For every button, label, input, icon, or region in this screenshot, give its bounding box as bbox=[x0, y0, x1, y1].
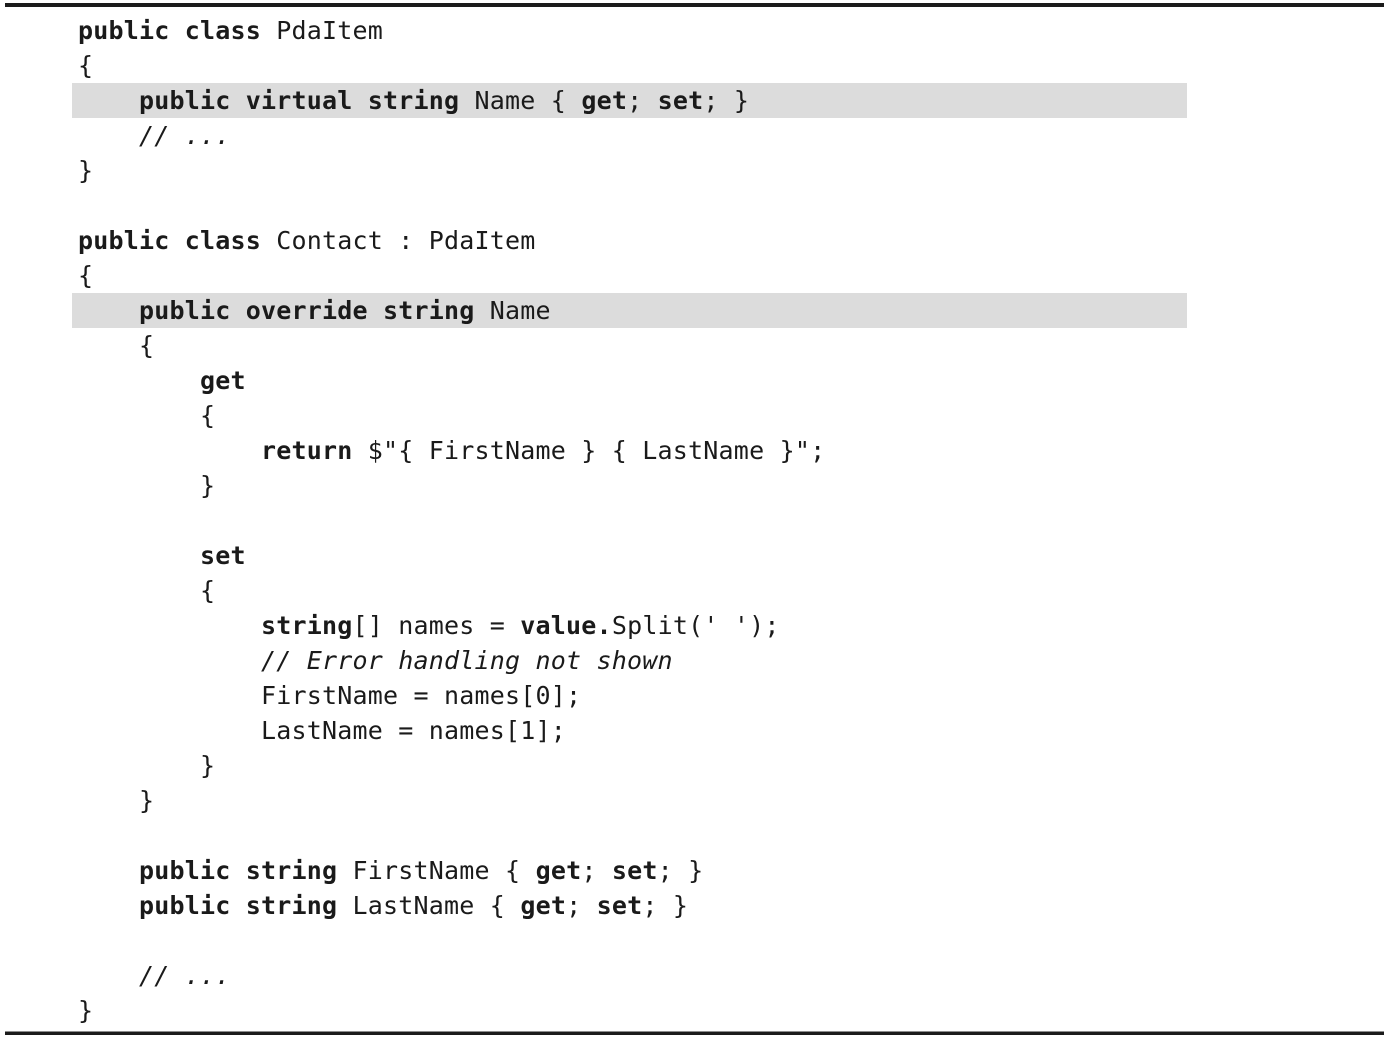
keyword-text: set bbox=[611, 856, 658, 885]
code-line: get bbox=[0, 363, 1389, 398]
code-text: ; } bbox=[657, 856, 704, 885]
code-text: { bbox=[78, 51, 94, 80]
code-line: public class Contact : PdaItem bbox=[0, 223, 1389, 258]
code-line: set bbox=[0, 538, 1389, 573]
code-line bbox=[0, 923, 1389, 958]
code-text: } bbox=[78, 471, 216, 500]
keyword-text: get bbox=[581, 86, 628, 115]
code-text: } bbox=[78, 751, 216, 780]
code-text bbox=[78, 366, 200, 395]
keyword-text: value. bbox=[520, 611, 612, 640]
code-line: string[] names = value.Split(' '); bbox=[0, 608, 1389, 643]
code-text: { bbox=[78, 261, 94, 290]
code-text: Contact : PdaItem bbox=[276, 226, 536, 255]
keyword-text: public string bbox=[139, 891, 353, 920]
code-text: Split(' '); bbox=[611, 611, 780, 640]
code-line bbox=[0, 818, 1389, 853]
code-line: { bbox=[0, 258, 1389, 293]
code-text: ; bbox=[581, 856, 612, 885]
comment-text: // Error handling not shown bbox=[261, 646, 673, 675]
code-line: { bbox=[0, 328, 1389, 363]
code-text: $"{ FirstName } { LastName }"; bbox=[367, 436, 826, 465]
code-text: [] names = bbox=[352, 611, 521, 640]
code-text bbox=[78, 121, 139, 150]
code-text bbox=[78, 541, 200, 570]
code-text: Name bbox=[489, 296, 551, 325]
comment-text: // ... bbox=[139, 961, 231, 990]
code-text: Name { bbox=[474, 86, 582, 115]
code-text: { bbox=[78, 331, 155, 360]
code-text bbox=[78, 891, 139, 920]
code-line: public string LastName { get; set; } bbox=[0, 888, 1389, 923]
code-line: return $"{ FirstName } { LastName }"; bbox=[0, 433, 1389, 468]
code-text bbox=[78, 296, 139, 325]
code-line: public string FirstName { get; set; } bbox=[0, 853, 1389, 888]
code-text: ; } bbox=[642, 891, 689, 920]
code-line: FirstName = names[0]; bbox=[0, 678, 1389, 713]
code-text: FirstName { bbox=[352, 856, 536, 885]
code-text: ; bbox=[566, 891, 597, 920]
code-line: // ... bbox=[0, 958, 1389, 993]
code-line: public class PdaItem bbox=[0, 13, 1389, 48]
code-text bbox=[78, 646, 261, 675]
code-text: { bbox=[78, 576, 216, 605]
top-rule bbox=[5, 3, 1384, 7]
code-text: ; } bbox=[703, 86, 750, 115]
code-line: } bbox=[0, 468, 1389, 503]
keyword-text: set bbox=[657, 86, 704, 115]
keyword-text: get bbox=[520, 891, 567, 920]
code-line: } bbox=[0, 783, 1389, 818]
code-line: { bbox=[0, 48, 1389, 83]
code-line: { bbox=[0, 573, 1389, 608]
code-text: FirstName = names[0]; bbox=[78, 681, 582, 710]
code-text: } bbox=[78, 996, 94, 1025]
code-text: LastName = names[1]; bbox=[78, 716, 567, 745]
keyword-text: public class bbox=[78, 16, 277, 45]
code-text: ; bbox=[627, 86, 658, 115]
code-text: } bbox=[78, 156, 94, 185]
code-line bbox=[0, 188, 1389, 223]
code-text: { bbox=[78, 401, 216, 430]
code-text bbox=[78, 961, 139, 990]
code-line: LastName = names[1]; bbox=[0, 713, 1389, 748]
code-line: { bbox=[0, 398, 1389, 433]
code-line bbox=[0, 503, 1389, 538]
code-line: } bbox=[0, 153, 1389, 188]
code-line: } bbox=[0, 993, 1389, 1028]
keyword-text: public string bbox=[139, 856, 353, 885]
code-line: // Error handling not shown bbox=[0, 643, 1389, 678]
keyword-text: set bbox=[596, 891, 643, 920]
code-text bbox=[78, 86, 139, 115]
code-line: // ... bbox=[0, 118, 1389, 153]
code-text: PdaItem bbox=[276, 16, 384, 45]
code-listing: public class PdaItem { public virtual str… bbox=[0, 13, 1389, 1028]
keyword-text: set bbox=[200, 541, 246, 570]
code-text bbox=[78, 611, 261, 640]
keyword-text: public virtual string bbox=[139, 86, 475, 115]
keyword-text: string bbox=[261, 611, 353, 640]
code-text bbox=[78, 436, 261, 465]
code-line-highlighted: public virtual string Name { get; set; } bbox=[0, 83, 1389, 118]
code-text: LastName { bbox=[352, 891, 521, 920]
comment-text: // ... bbox=[139, 121, 231, 150]
code-line-highlighted: public override string Name bbox=[0, 293, 1389, 328]
keyword-text: get bbox=[535, 856, 582, 885]
code-line: } bbox=[0, 748, 1389, 783]
code-text: } bbox=[78, 786, 155, 815]
keyword-text: get bbox=[200, 366, 246, 395]
keyword-text: return bbox=[261, 436, 368, 465]
code-text bbox=[78, 856, 139, 885]
keyword-text: public class bbox=[78, 226, 277, 255]
keyword-text: public override string bbox=[139, 296, 490, 325]
bottom-rule bbox=[5, 1031, 1384, 1035]
